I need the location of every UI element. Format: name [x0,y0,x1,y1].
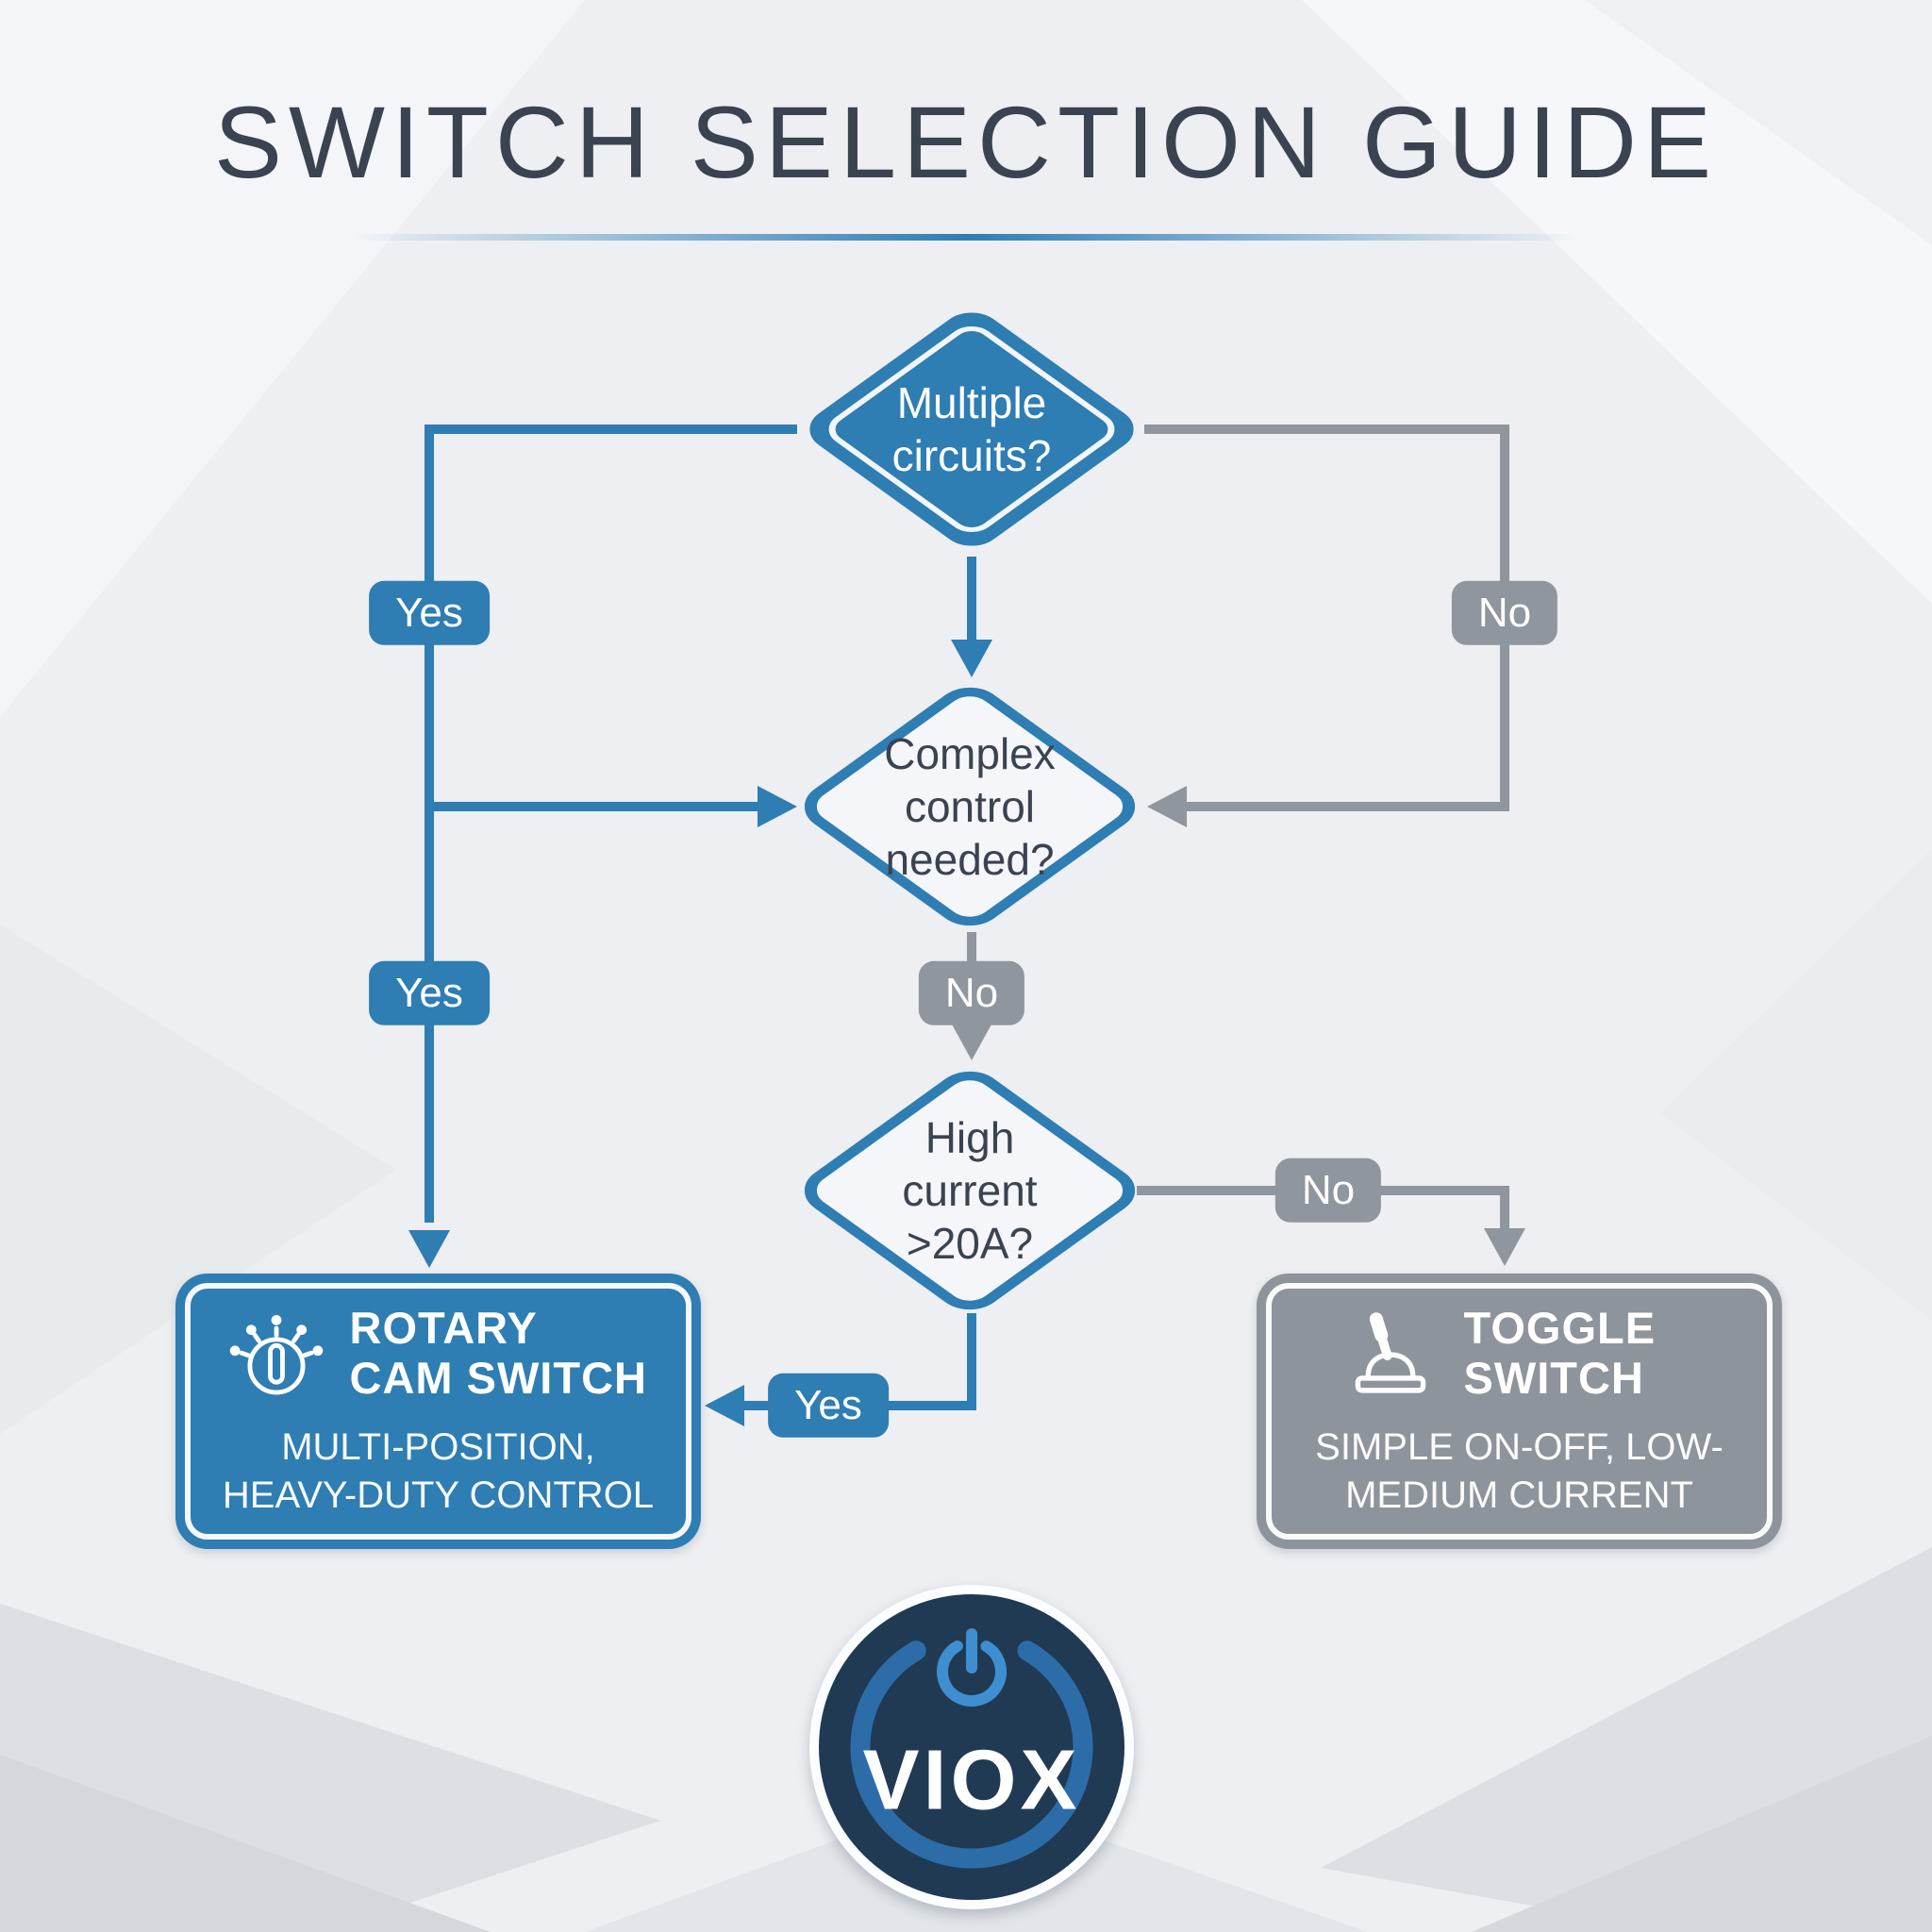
viox-logo: VIOX [809,1585,1134,1909]
rotary-cam-switch-icon [225,1303,327,1405]
result-rotary-cam-switch: ROTARY CAM SWITCH MULTI-POSITION, HEAVY-… [175,1274,701,1549]
result-toggle-switch: TOGGLE SWITCH SIMPLE ON-OFF, LOW-MEDIUM … [1257,1274,1782,1549]
result-rotary-title: ROTARY CAM SWITCH [349,1303,647,1403]
edge-label-d2-yes: Yes [369,960,490,1026]
decision-complex-control-label: Complex control needed? [884,728,1056,885]
toggle-switch-icon [1340,1303,1441,1405]
decision-high-current-label: High current >20A? [902,1112,1038,1269]
title-divider [353,234,1579,241]
result-rotary-inner-frame: ROTARY CAM SWITCH MULTI-POSITION, HEAVY-… [185,1283,691,1540]
gray-arrowheads [951,786,1525,1266]
edge-d1-yes-line [425,425,797,1223]
logo-wordmark: VIOX [862,1733,1081,1828]
edge-label-d3-no: No [1274,1158,1382,1224]
blue-arrowheads [408,640,992,1426]
edge-label-d1-no: No [1451,580,1558,646]
edge-label-d1-yes: Yes [369,580,490,646]
result-rotary-subtitle: MULTI-POSITION, HEAVY-DUTY CONTROL [222,1425,655,1516]
edge-d1-no-line [1144,425,1509,811]
result-toggle-inner-frame: TOGGLE SWITCH SIMPLE ON-OFF, LOW-MEDIUM … [1266,1283,1773,1540]
edge-d3-no-line [1137,1186,1509,1228]
edge-label-d2-no: No [918,960,1025,1026]
edge-label-d3-yes: Yes [768,1373,889,1439]
logo-graphics [850,1625,1093,1869]
decision-multiple-circuits-shape [809,312,1134,546]
decision-high-current-shape [804,1071,1136,1310]
decision-multiple-circuits-label: Multiple circuits? [891,377,1052,480]
result-toggle-subtitle: SIMPLE ON-OFF, LOW-MEDIUM CURRENT [1315,1425,1724,1516]
power-icon [937,1628,1007,1707]
decision-complex-control-shape [804,687,1136,926]
result-toggle-title: TOGGLE SWITCH [1463,1303,1657,1403]
page-title: SWITCH SELECTION GUIDE [213,85,1719,199]
